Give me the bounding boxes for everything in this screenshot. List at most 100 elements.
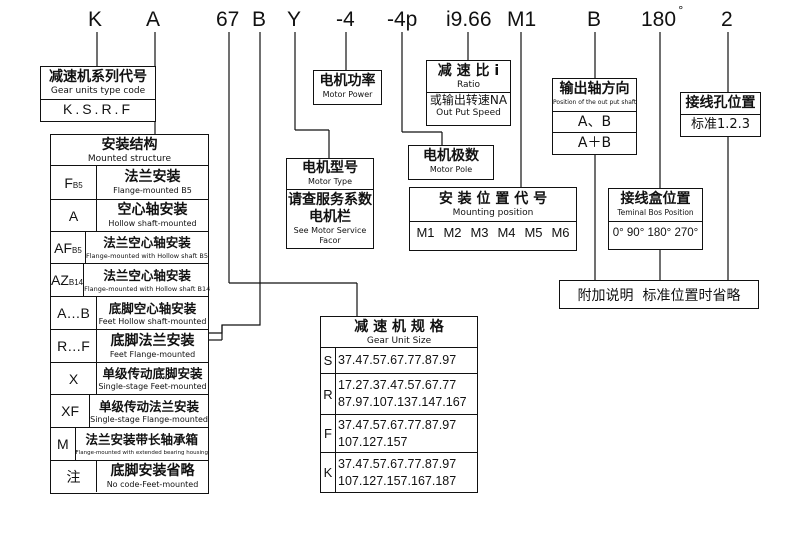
- ratio-en: Ratio: [456, 80, 481, 90]
- mounting-position-zh: 安 装 位 置 代 号: [438, 191, 548, 207]
- ratio-zh: 减 速 比 i: [437, 63, 500, 79]
- gear-type-zh: 减速机系列代号: [49, 69, 147, 85]
- motor-type-zh: 电机型号: [302, 160, 358, 176]
- mount-desc-en: Flange-mounted with extended bearing hou…: [75, 449, 208, 456]
- code-y: Y: [287, 8, 302, 31]
- code-4: -4: [336, 8, 355, 31]
- mount-code: XF: [51, 395, 91, 427]
- mount-desc-en: Flange-mounted with Hollow shaft B14: [84, 284, 211, 293]
- note-box: 附加说明 标准位置时省略: [559, 280, 759, 309]
- gear-unit-size-header-zh: 减 速 机 规 格: [354, 318, 444, 335]
- motor-pole-en: Motor Pole: [429, 165, 473, 174]
- gear-size-values: 37.47.57.67.77.87.97: [338, 353, 457, 367]
- mount-desc-en: Flange-mounted with Hollow shaft B5: [86, 252, 208, 260]
- mount-code: 注: [51, 461, 97, 492]
- mounting-position-m1: M1: [416, 225, 435, 240]
- mount-desc-zh: 单级传动底脚安装: [102, 366, 203, 381]
- mount-code: A: [51, 200, 97, 231]
- terminal-box-angles: 0° 90° 180° 270°: [612, 227, 699, 239]
- gear-size-code: R: [321, 374, 336, 414]
- mount-desc-zh: 法兰安装: [124, 169, 181, 185]
- motor-power-en: Motor Power: [322, 90, 373, 99]
- output-shaft-zh: 输出轴方向: [559, 81, 630, 97]
- cable-hole-box: 接线孔位置 标准1.2.3: [680, 92, 761, 137]
- motor-type-box: 电机型号 Motor Type 请查服务系数 电机栏 See Motor Ser…: [286, 158, 374, 249]
- motor-service-zh: 请查服务系数: [288, 192, 372, 208]
- gear-type-en: Gear units type code: [50, 86, 146, 96]
- code-67: 67: [216, 8, 240, 31]
- cable-hole-zh: 接线孔位置: [685, 95, 756, 111]
- output-shaft-option-a-plus-b: A＋B: [577, 135, 612, 151]
- output-speed-en: Out Put Speed: [436, 108, 501, 118]
- gear-size-code: K: [321, 453, 336, 492]
- gear-type-box: 减速机系列代号 Gear units type code K.S.R.F: [40, 66, 156, 122]
- mount-code-subscript: B5: [72, 180, 83, 190]
- gear-size-code: F: [321, 415, 336, 452]
- terminal-box-zh: 接线盒位置: [620, 191, 691, 207]
- gear-size-code: S: [321, 348, 336, 373]
- mount-desc-zh: 法兰空心轴安装: [103, 235, 191, 250]
- motor-type-en: Motor Type: [307, 177, 353, 186]
- mount-desc-en: Feet Hollow shaft-mounted: [98, 316, 207, 326]
- gear-size-values: 107.127.157.167.187: [338, 473, 457, 488]
- mount-code: M: [51, 428, 76, 460]
- mount-code-text: F: [64, 174, 73, 191]
- mount-code-subscript: B14: [68, 278, 84, 287]
- gear-size-values: 37.47.57.67.77.87.97: [338, 456, 457, 471]
- motor-pole-zh: 电机极数: [423, 148, 479, 164]
- mount-code-text: X: [68, 370, 79, 387]
- output-speed-zh: 或输出转速NA: [429, 93, 508, 107]
- mount-desc-zh: 法兰安装带长轴承箱: [85, 431, 199, 447]
- gear-type-value: K.S.R.F: [62, 101, 133, 117]
- mounting-position-m4: M4: [497, 225, 516, 240]
- motor-pole-box: 电机极数 Motor Pole: [408, 145, 494, 180]
- mounting-position-en: Mounting position: [452, 208, 534, 218]
- mount-code-subscript: B5: [72, 245, 82, 255]
- motor-service-en: See Motor Service: [293, 226, 367, 235]
- gear-size-values: 37.47.57.67.77.87.97: [338, 417, 457, 432]
- mounting-position-m6: M6: [551, 225, 570, 240]
- mount-desc-zh: 底脚法兰安装: [110, 332, 195, 349]
- gear-size-values: 107.127.157: [338, 434, 408, 449]
- mount-desc-en: Single-stage Flange-mounted: [90, 414, 208, 424]
- mounted-structure-row: M 法兰安装带长轴承箱 Flange-mounted with extended b…: [51, 427, 208, 460]
- code-ratio: i9.66: [446, 8, 492, 31]
- motor-factor-en: Facor: [319, 236, 341, 245]
- note-text: 附加说明 标准位置时省略: [577, 287, 741, 304]
- mounted-structure-header-en: Mounted structure: [87, 153, 172, 164]
- motor-power-box: 电机功率 Motor Power: [313, 70, 382, 105]
- mount-desc-zh: 底脚安装省略: [110, 463, 195, 479]
- motor-column-zh: 电机栏: [309, 209, 351, 225]
- gear-size-values: 17.27.37.47.57.67.77: [338, 378, 457, 392]
- mount-code-text: AF: [54, 239, 73, 256]
- mount-code: X: [51, 363, 97, 394]
- ratio-box: 减 速 比 i Ratio 或输出转速NA Out Put Speed: [426, 60, 511, 126]
- code-180: 180: [641, 8, 677, 31]
- mount-code-text: XF: [61, 403, 79, 419]
- mount-code-text: A: [68, 207, 79, 224]
- mounting-position-m2: M2: [443, 225, 462, 240]
- mount-desc-en: No code-Feet-mounted: [106, 480, 199, 489]
- mounting-position-m3: M3: [470, 225, 489, 240]
- code-shaft-b: B: [587, 8, 602, 31]
- code-2: 2: [721, 8, 733, 31]
- code-b: B: [252, 8, 267, 31]
- mount-code-text: M: [56, 436, 69, 452]
- mount-desc-en: Feet Flange-mounted: [109, 349, 196, 359]
